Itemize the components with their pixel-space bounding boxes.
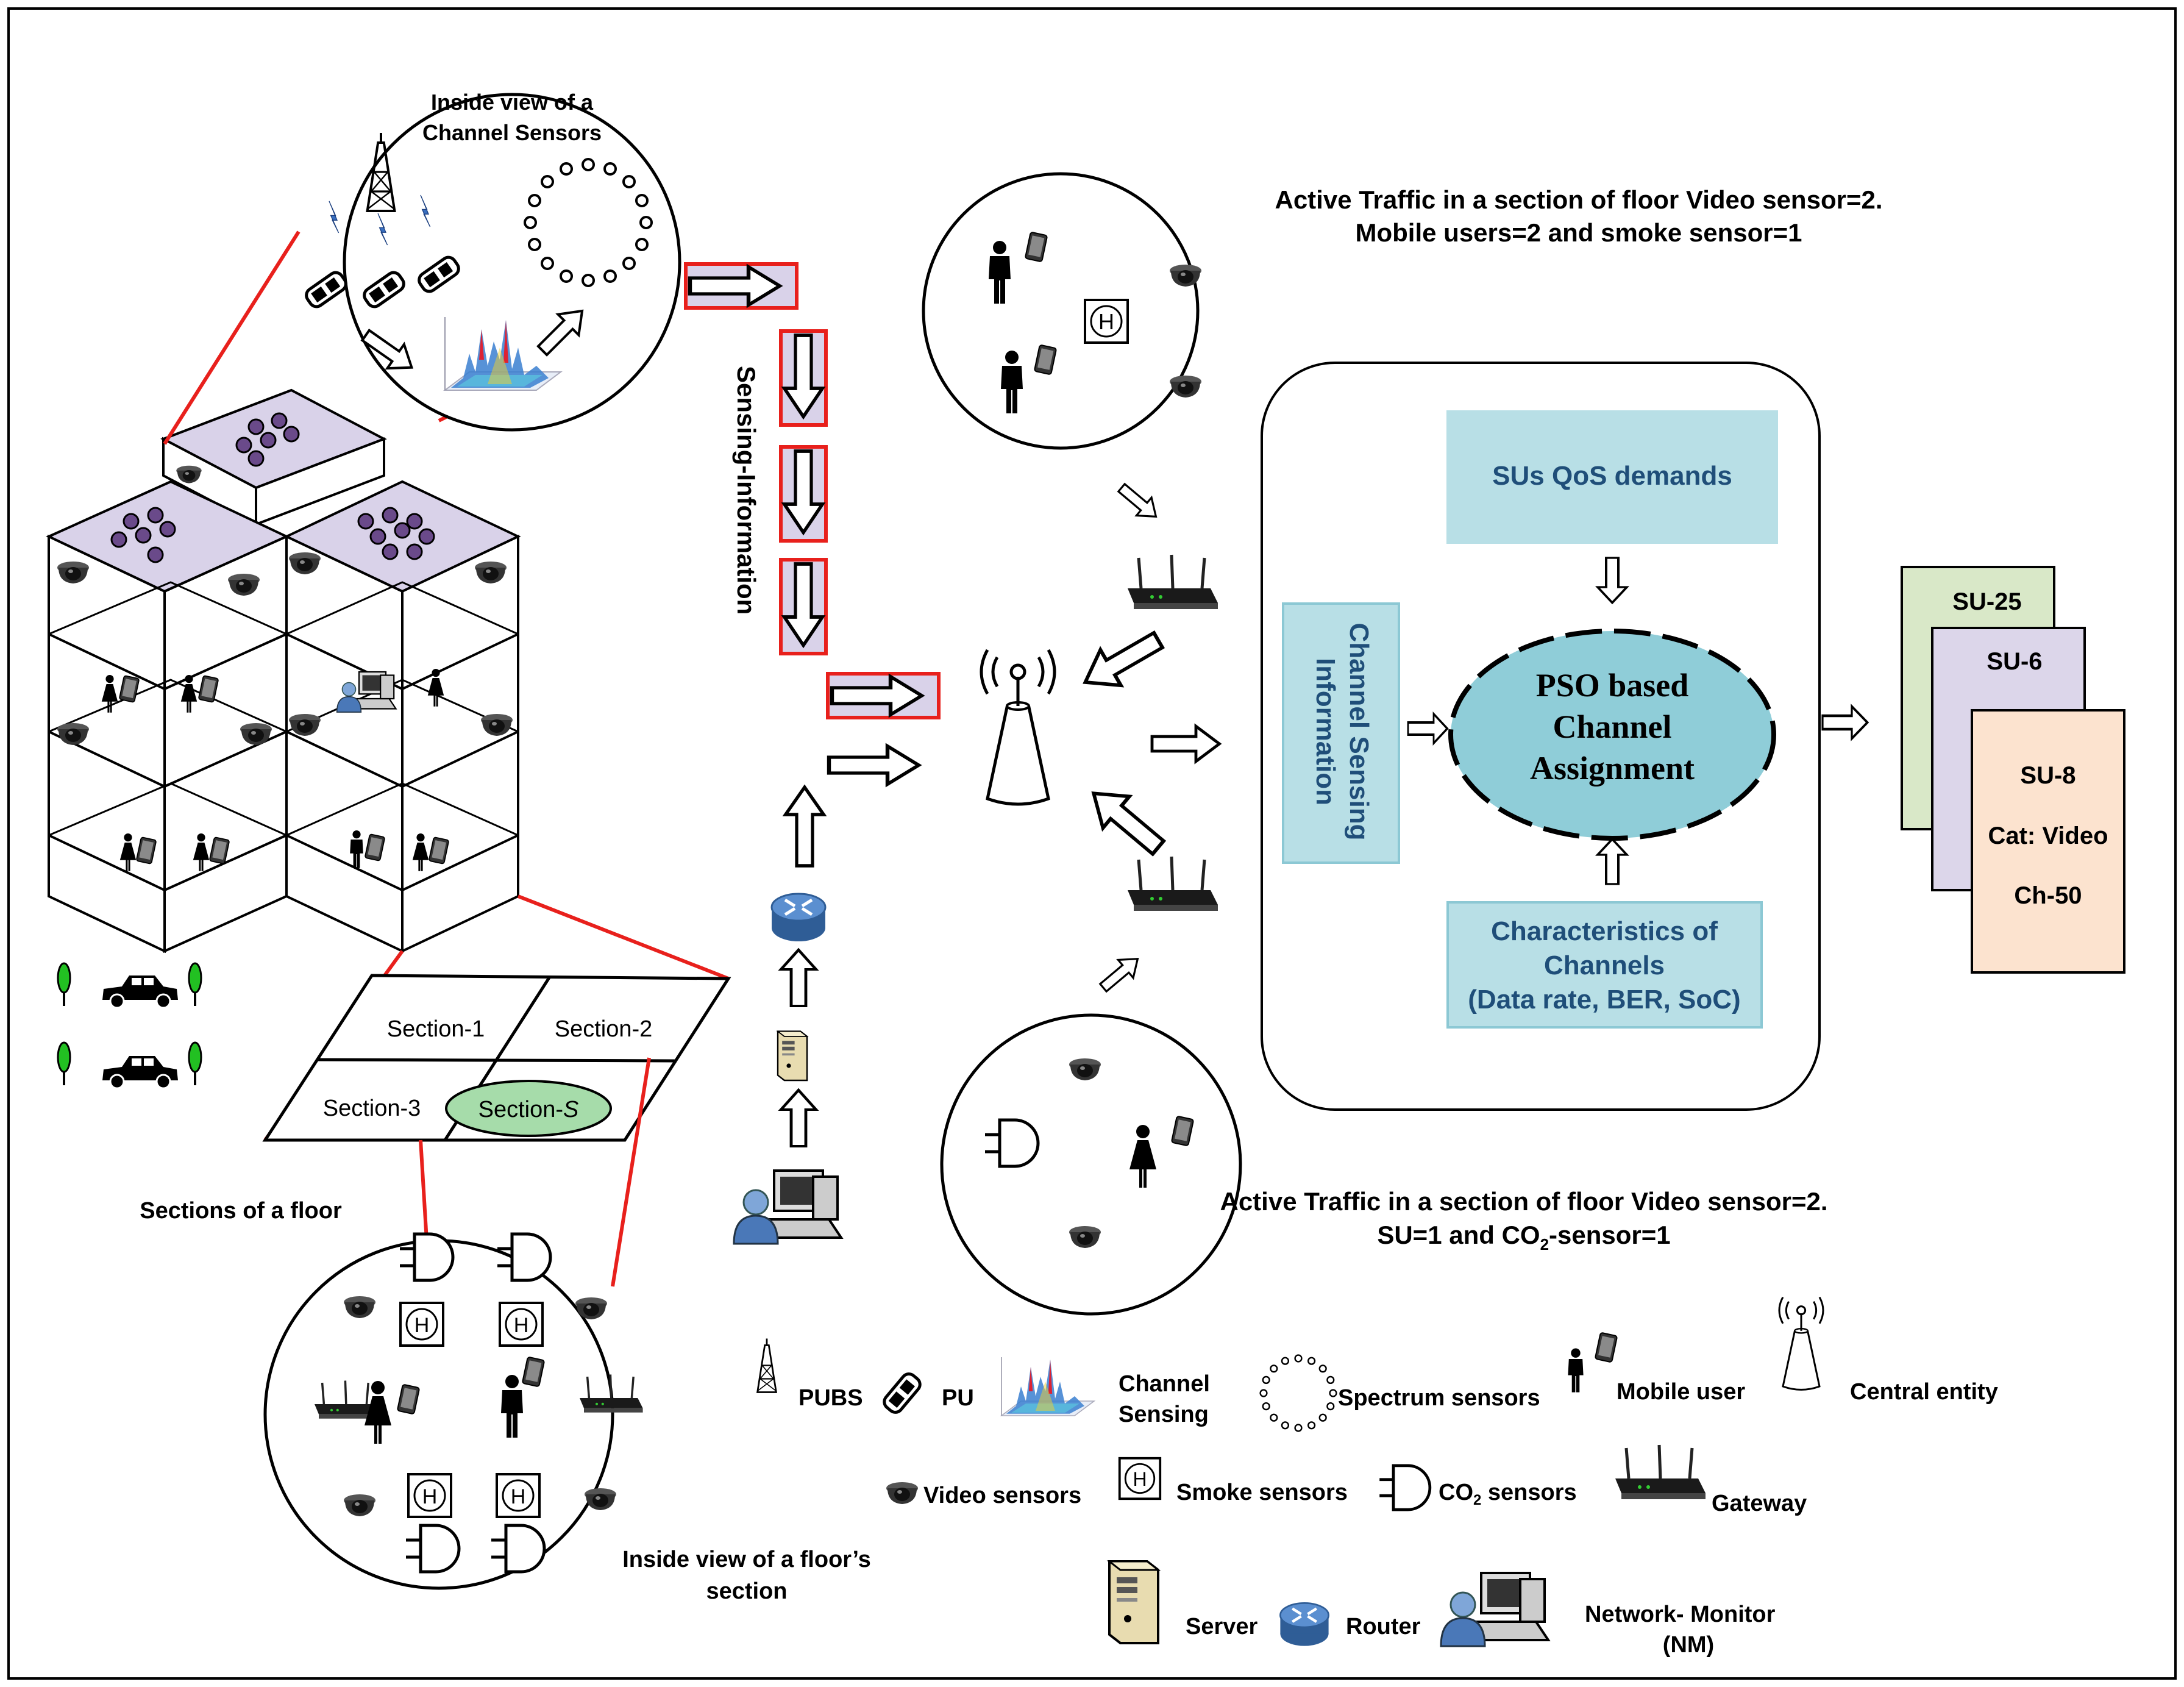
channel-sensors-view: Inside view of a Channel Sensors bbox=[304, 90, 681, 432]
inside-floor-label-1: Inside view of a floor’s bbox=[622, 1547, 871, 1572]
card-su8: SU-8 bbox=[2020, 762, 2076, 789]
router-legend-icon bbox=[1280, 1603, 1328, 1646]
buildings bbox=[46, 388, 521, 954]
legend-nm-2: (NM) bbox=[1663, 1632, 1714, 1658]
sections-of-floor-label: Sections of a floor bbox=[140, 1198, 342, 1224]
tablet-icon bbox=[1594, 1332, 1618, 1363]
server-icon bbox=[777, 1030, 808, 1082]
floor-sections: Section-1 Section-2 Section-3 Section-S bbox=[262, 894, 731, 1142]
legend-video: Video sensors bbox=[923, 1483, 1081, 1508]
gateway-icon bbox=[1128, 555, 1218, 609]
zoom-line bbox=[163, 230, 301, 445]
smoke-glyph: H bbox=[414, 1314, 430, 1337]
street bbox=[57, 962, 202, 1090]
pso-block: SUs QoS demands Channel Sensing Informat… bbox=[1261, 362, 1821, 1111]
section-s: Section-S bbox=[478, 1097, 579, 1122]
zoom-line bbox=[419, 1140, 429, 1241]
flow-arrow bbox=[1823, 707, 1868, 739]
legend-central: Central entity bbox=[1850, 1379, 1998, 1405]
flow-arrow bbox=[1152, 726, 1219, 761]
legend-mobile: Mobile user bbox=[1617, 1379, 1745, 1405]
outer-frame bbox=[7, 7, 2177, 1680]
traffic-top-line1: Active Traffic in a section of floor Vid… bbox=[1275, 185, 1882, 214]
server-legend-icon bbox=[1108, 1560, 1159, 1644]
card-cat: Cat: Video bbox=[1988, 822, 2108, 849]
flow-arrow bbox=[1075, 622, 1168, 700]
channel-sensing-icon bbox=[1001, 1357, 1095, 1416]
traffic-circle-top: H bbox=[922, 172, 1201, 450]
section-2: Section-2 bbox=[555, 1016, 653, 1042]
traffic-bottom-line1: Active Traffic in a section of floor Vid… bbox=[1220, 1187, 1827, 1216]
flow-arrow bbox=[786, 787, 823, 866]
network-monitor-legend-icon bbox=[1440, 1572, 1549, 1647]
assignment-cards: SU-25 SU-6 SU-8 Cat: Video Ch-50 bbox=[1901, 566, 2125, 974]
characteristics-1: Characteristics of bbox=[1491, 916, 1718, 946]
pso-line1: PSO based bbox=[1536, 667, 1689, 704]
smoke-glyph: H bbox=[511, 1485, 526, 1508]
sensing-information-flow: Sensing-Information bbox=[684, 262, 941, 719]
card-su25: SU-25 bbox=[1952, 588, 2021, 615]
legend-server: Server bbox=[1186, 1614, 1258, 1639]
traffic-circle-bottom bbox=[940, 1013, 1242, 1316]
mobile-user-icon bbox=[1568, 1348, 1584, 1393]
section-1: Section-1 bbox=[387, 1016, 485, 1042]
channel-sensors-title-2: Channel Sensors bbox=[422, 120, 602, 145]
traffic-bottom-line2: SU=1 and CO2-sensor=1 bbox=[1377, 1221, 1670, 1254]
legend-spectrum: Spectrum sensors bbox=[1338, 1385, 1540, 1411]
smoke-glyph: H bbox=[514, 1314, 529, 1337]
legend-smoke: Smoke sensors bbox=[1176, 1480, 1348, 1505]
smoke-glyph: H bbox=[1098, 309, 1114, 334]
traffic-top-line2: Mobile users=2 and smoke sensor=1 bbox=[1356, 218, 1802, 247]
legend-co2: CO2 sensors bbox=[1439, 1480, 1577, 1508]
router-icon bbox=[772, 894, 825, 941]
floor-section-view: H H H H bbox=[263, 1234, 644, 1590]
section-3: Section-3 bbox=[323, 1096, 421, 1121]
legend-channel-sensing-1: Channel bbox=[1119, 1371, 1210, 1397]
channel-sensing-info-1: Channel Sensing bbox=[1344, 623, 1374, 841]
gateway-legend-icon bbox=[1615, 1445, 1706, 1499]
channel-sensors-title-1: Inside view of a bbox=[431, 90, 594, 115]
legend-pu: PU bbox=[942, 1385, 974, 1411]
flow-arrow bbox=[1095, 949, 1147, 998]
flow-arrow bbox=[1113, 477, 1165, 527]
video-sensor-icon bbox=[886, 1482, 918, 1504]
legend-router: Router bbox=[1346, 1614, 1421, 1639]
network-monitor-icon bbox=[733, 1169, 842, 1245]
legend-nm-1: Network- Monitor bbox=[1585, 1602, 1776, 1627]
card-su6: SU-6 bbox=[1987, 648, 2042, 675]
legend-channel-sensing-2: Sensing bbox=[1119, 1402, 1209, 1427]
central-entity-icon bbox=[981, 650, 1055, 804]
characteristics-2: Channels bbox=[1544, 950, 1665, 980]
flow-arrow bbox=[1081, 778, 1172, 863]
legend: PUBS PU Channel Sensing Spectrum sensors… bbox=[756, 1296, 1998, 1658]
pso-line2: Channel bbox=[1553, 708, 1671, 745]
qos-label: SUs QoS demands bbox=[1492, 461, 1732, 491]
channel-sensing-info-2: Information bbox=[1311, 658, 1340, 805]
pu-icon bbox=[881, 1371, 923, 1416]
co2-sensor-icon bbox=[1379, 1466, 1430, 1510]
gateway-icon bbox=[1128, 857, 1218, 911]
legend-pubs: PUBS bbox=[799, 1385, 863, 1411]
sensing-information-label: Sensing-Information bbox=[732, 366, 761, 615]
card-ch: Ch-50 bbox=[2014, 882, 2082, 909]
pubs-icon bbox=[756, 1338, 777, 1393]
inside-floor-label-2: section bbox=[706, 1578, 787, 1604]
flow-arrow bbox=[781, 1090, 816, 1146]
spectrum-sensors-icon bbox=[1259, 1354, 1337, 1432]
smoke-glyph: H bbox=[1133, 1468, 1147, 1490]
central-entity-legend-icon bbox=[1778, 1296, 1824, 1391]
zoom-line bbox=[611, 1057, 651, 1287]
legend-gateway: Gateway bbox=[1712, 1491, 1807, 1516]
pso-line3: Assignment bbox=[1530, 750, 1695, 786]
smoke-glyph: H bbox=[422, 1485, 438, 1508]
flow-arrow bbox=[829, 746, 919, 784]
characteristics-3: (Data rate, BER, SoC) bbox=[1468, 985, 1740, 1015]
flow-arrow bbox=[781, 950, 816, 1006]
